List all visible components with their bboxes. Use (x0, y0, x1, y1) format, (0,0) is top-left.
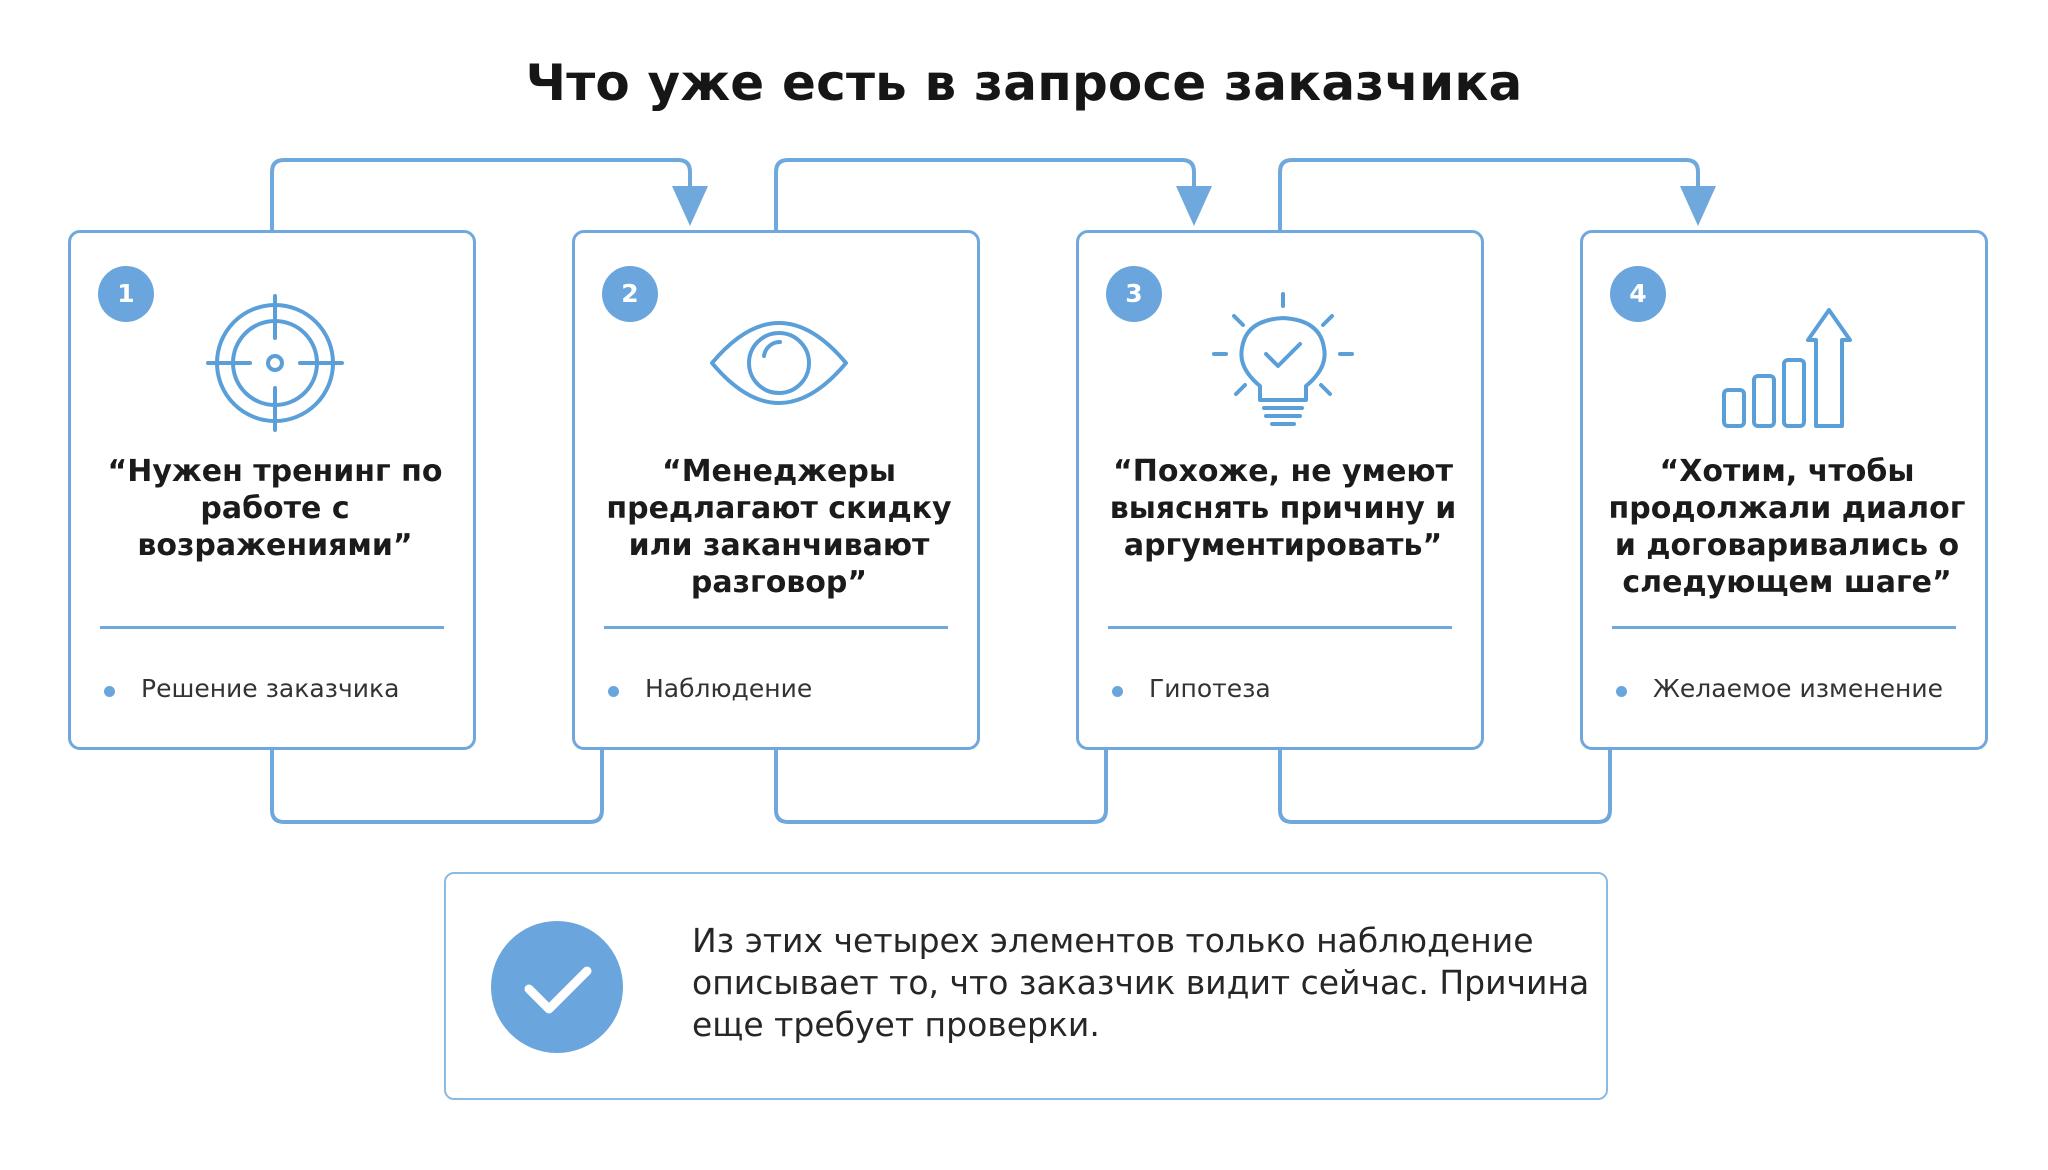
card-decision: 1 “Нужен тренинг по работе с возражениям… (68, 230, 476, 750)
bullet-icon (104, 686, 115, 697)
summary-box: Из этих четырех элементов только наблюде… (444, 872, 1608, 1100)
connector-3-4-bottom (1278, 748, 1612, 824)
connector-2-3-top (774, 158, 1196, 232)
card-hypothesis: 3 “Похоже, не умеют выяснять причину и а… (1076, 230, 1484, 750)
connector-2-3-bottom (774, 748, 1108, 824)
connector-1-2-top (270, 158, 692, 232)
card-tag: Желаемое изменение (1653, 674, 1943, 703)
card-observation: 2 “Менеджеры предлагают скидку или закан… (572, 230, 980, 750)
card-tag: Наблюдение (645, 674, 813, 703)
growth-chart-arrow-icon (1722, 308, 1852, 428)
divider (604, 626, 948, 629)
bullet-icon (1112, 686, 1123, 697)
arrowhead-icon (1680, 186, 1716, 226)
divider (1108, 626, 1452, 629)
card-quote: “Менеджеры предлагают скидку или заканчи… (606, 454, 952, 600)
card-quote: “Нужен тренинг по работе с возражениями” (107, 454, 443, 563)
bullet-icon (1616, 686, 1627, 697)
divider (100, 626, 444, 629)
divider (1612, 626, 1956, 629)
eye-icon (710, 321, 848, 405)
arrowhead-icon (672, 186, 708, 226)
step-number-badge: 1 (98, 266, 154, 322)
card-quote: “Похоже, не умеют выяснять причину и арг… (1109, 454, 1457, 563)
page-title: Что уже есть в запросе заказчика (525, 54, 1523, 112)
summary-text: Из этих четырех элементов только наблюде… (692, 921, 1590, 1044)
check-circle-icon (491, 921, 623, 1053)
card-desired-change: 4 “Хотим, чтобы продолжали диалог и дого… (1580, 230, 1988, 750)
connector-1-2-bottom (270, 748, 604, 824)
connector-3-4-top (1278, 158, 1700, 232)
card-tag: Решение заказчика (141, 674, 400, 703)
step-number-badge: 3 (1106, 266, 1162, 322)
step-number-badge: 2 (602, 266, 658, 322)
bullet-icon (608, 686, 619, 697)
card-quote: “Хотим, чтобы продолжали диалог и догова… (1608, 454, 1966, 600)
card-tag: Гипотеза (1149, 674, 1271, 703)
step-number-badge: 4 (1610, 266, 1666, 322)
target-icon (206, 294, 344, 432)
arrowhead-icon (1176, 186, 1212, 226)
lightbulb-check-icon (1212, 292, 1354, 426)
